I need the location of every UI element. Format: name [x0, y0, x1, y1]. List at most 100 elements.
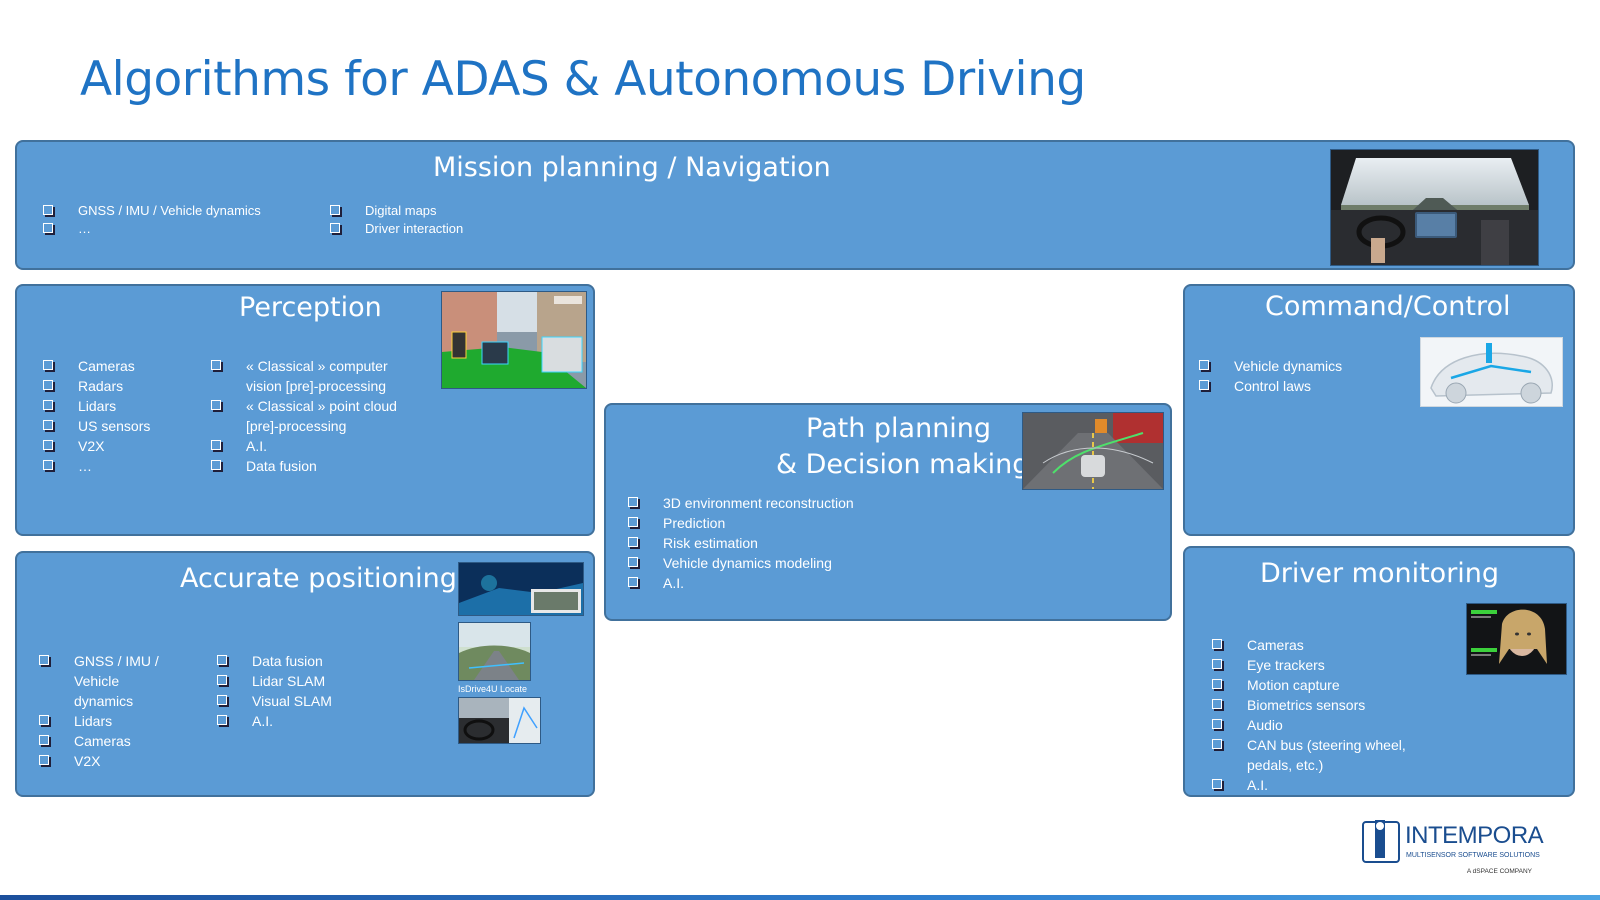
checkbox-bullet-icon: [211, 400, 221, 410]
list-item-label: A.I.: [1247, 777, 1269, 793]
list-item-label: « Classical » point cloud [pre]-processi…: [246, 398, 397, 434]
perception-title: Perception: [239, 292, 382, 323]
list-item: A.I.: [1210, 775, 1410, 795]
checkbox-bullet-icon: [628, 577, 638, 587]
checkbox-bullet-icon: [39, 755, 49, 765]
list-item-label: Control laws: [1234, 378, 1312, 394]
list-item: Radars: [41, 376, 191, 396]
list-item-label: Risk estimation: [663, 535, 758, 551]
accurate-positioning-title: Accurate positioning: [180, 563, 457, 594]
mission-planning-title: Mission planning / Navigation: [433, 152, 831, 183]
checkbox-bullet-icon: [628, 557, 638, 567]
mission-planning-box: Mission planning / Navigation GNSS / IMU…: [15, 140, 1575, 270]
logo-company: A dSPACE COMPANY: [1466, 868, 1532, 875]
list-item-label: …: [78, 458, 92, 474]
list-item: CAN bus (steering wheel, pedals, etc.): [1210, 735, 1410, 775]
list-item-label: Cameras: [74, 733, 131, 749]
list-item: Visual SLAM: [215, 691, 365, 711]
checkbox-bullet-icon: [628, 497, 638, 507]
checkbox-bullet-icon: [43, 380, 53, 390]
slide-title: Algorithms for ADAS & Autonomous Driving: [80, 52, 1086, 107]
list-item-label: Vehicle dynamics modeling: [663, 555, 832, 571]
checkbox-bullet-icon: [43, 460, 53, 470]
list-item: Data fusion: [209, 456, 409, 476]
list-item-label: Audio: [1247, 717, 1283, 733]
checkbox-bullet-icon: [43, 400, 53, 410]
checkbox-bullet-icon: [217, 655, 227, 665]
list-item-label: Cameras: [1247, 637, 1304, 653]
checkbox-bullet-icon: [43, 420, 53, 430]
list-item-label: Biometrics sensors: [1247, 697, 1366, 713]
mission-list-1: GNSS / IMU / Vehicle dynamics…: [41, 202, 301, 238]
list-item: Lidars: [37, 711, 167, 731]
lidar-slam-image: [458, 562, 584, 616]
path-planning-title-line2: & Decision making: [776, 449, 1030, 480]
vehicle-dynamics-image: [1420, 337, 1563, 407]
path-planning-title-line1: Path planning: [806, 413, 992, 444]
list-item-label: Visual SLAM: [252, 693, 332, 709]
list-item-label: Driver interaction: [365, 221, 464, 236]
list-item: GNSS / IMU / Vehicle dynamics: [41, 202, 301, 220]
path-planning-image: [1022, 412, 1164, 490]
list-item: 3D environment reconstruction: [626, 493, 926, 513]
list-item: Risk estimation: [626, 533, 926, 553]
list-item: Cameras: [1210, 635, 1410, 655]
list-item-label: GNSS / IMU / Vehicle dynamics: [78, 203, 261, 218]
checkbox-bullet-icon: [1212, 659, 1222, 669]
intempora-logo-icon: [1362, 820, 1400, 863]
locate-image: [458, 697, 541, 744]
checkbox-bullet-icon: [43, 223, 53, 233]
street-perception-image: [441, 291, 587, 389]
list-item-label: GNSS / IMU / Vehicle dynamics: [74, 653, 159, 709]
positioning-image-caption: IsDrive4U Locate: [458, 684, 528, 694]
list-item: Audio: [1210, 715, 1410, 735]
list-item-label: A.I.: [663, 575, 685, 591]
list-item-label: Radars: [78, 378, 124, 394]
list-item: « Classical » point cloud [pre]-processi…: [209, 396, 409, 436]
list-item-label: A.I.: [252, 713, 274, 729]
list-item-label: « Classical » computer vision [pre]-proc…: [246, 358, 388, 394]
list-item-label: Digital maps: [365, 203, 437, 218]
checkbox-bullet-icon: [217, 695, 227, 705]
list-item: V2X: [41, 436, 191, 456]
list-item-label: Cameras: [78, 358, 135, 374]
checkbox-bullet-icon: [1212, 779, 1222, 789]
checkbox-bullet-icon: [217, 715, 227, 725]
checkbox-bullet-icon: [39, 655, 49, 665]
list-item-label: 3D environment reconstruction: [663, 495, 854, 511]
list-item: Cameras: [37, 731, 167, 751]
list-item: Control laws: [1197, 376, 1397, 396]
driver-monitoring-title: Driver monitoring: [1260, 558, 1500, 589]
list-item-label: US sensors: [78, 418, 151, 434]
list-item-label: Lidars: [74, 713, 113, 729]
list-item: Cameras: [41, 356, 191, 376]
list-item-label: Vehicle dynamics: [1234, 358, 1343, 374]
checkbox-bullet-icon: [39, 715, 49, 725]
checkbox-bullet-icon: [43, 440, 53, 450]
list-item-label: CAN bus (steering wheel, pedals, etc.): [1247, 737, 1406, 773]
checkbox-bullet-icon: [217, 675, 227, 685]
list-item-label: Motion capture: [1247, 677, 1340, 693]
list-item-label: Lidar SLAM: [252, 673, 326, 689]
list-item-label: Data fusion: [252, 653, 323, 669]
list-item: Motion capture: [1210, 675, 1410, 695]
checkbox-bullet-icon: [43, 205, 53, 215]
checkbox-bullet-icon: [39, 735, 49, 745]
list-item: A.I.: [626, 573, 926, 593]
accurate-positioning-box: Accurate positioning GNSS / IMU / Vehicl…: [15, 551, 595, 797]
list-item: US sensors: [41, 416, 191, 436]
list-item: V2X: [37, 751, 167, 771]
road-slam-image: [458, 622, 531, 681]
list-item: Eye trackers: [1210, 655, 1410, 675]
checkbox-bullet-icon: [1199, 360, 1209, 370]
list-item-label: Eye trackers: [1247, 657, 1325, 673]
path-planning-box: Path planning & Decision making 3D envir…: [604, 403, 1172, 621]
